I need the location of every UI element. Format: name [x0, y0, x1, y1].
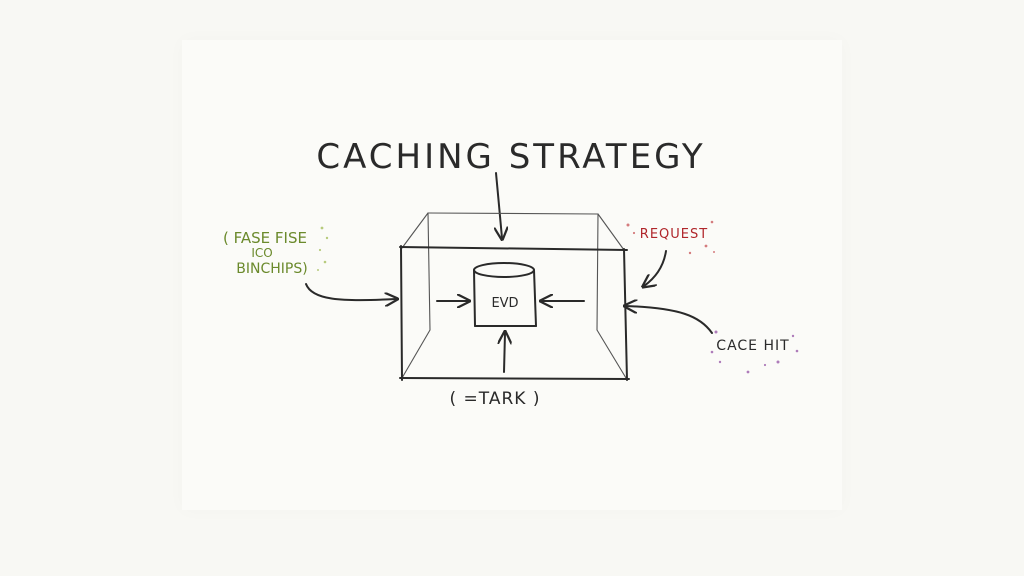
- cache-box-front: [399, 245, 630, 381]
- purple-dots: [710, 330, 799, 374]
- diagram-title: CACHING STRATEGY: [316, 137, 705, 177]
- title-arrow: [496, 172, 502, 238]
- green-dots: [317, 226, 329, 271]
- cache-box-back: [401, 212, 627, 379]
- request-label: REQUEST: [640, 227, 708, 242]
- request-arrow: [644, 250, 667, 286]
- left-note-line-2: ICO: [251, 246, 272, 260]
- cache-cylinder: [473, 262, 537, 327]
- red-dots: [626, 220, 715, 255]
- left-note-line-1: ( FASE FISE: [223, 229, 307, 247]
- cache-label: EVD: [491, 296, 518, 311]
- cache-hit-arrow: [626, 306, 713, 334]
- left-note: ( FASE FISE ICO BINCHIPS): [223, 229, 308, 277]
- bottom-label: ( =TARK ): [450, 389, 541, 409]
- left-note-line-3: BINCHIPS): [236, 261, 307, 277]
- inner-arrow-bottom: [504, 333, 505, 373]
- cache-hit-label: CACE HIT: [716, 338, 789, 354]
- left-input-arrow: [305, 283, 396, 300]
- whiteboard-sheet: [182, 40, 842, 510]
